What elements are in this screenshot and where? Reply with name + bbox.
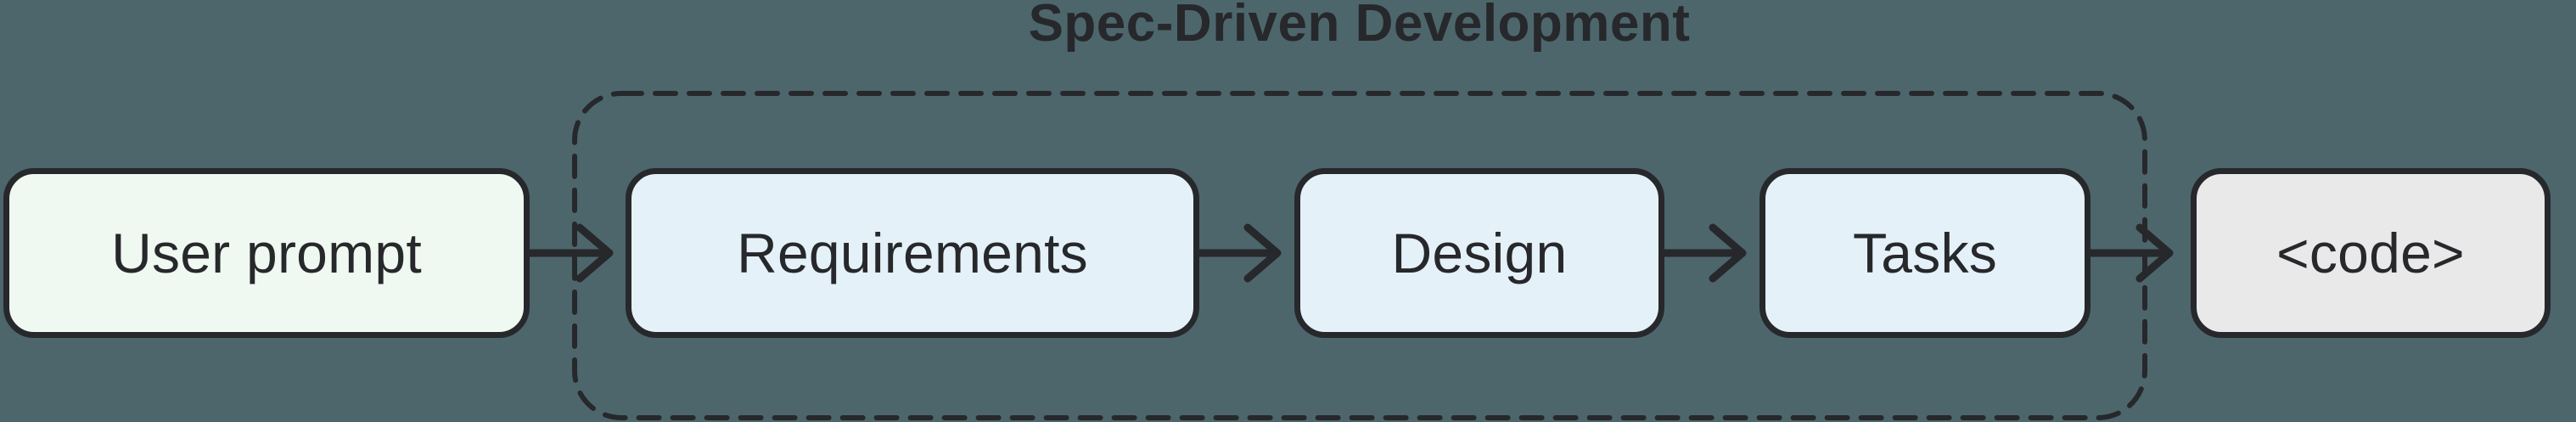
node-design-label: Design (1391, 222, 1568, 284)
spec-group-title: Spec-Driven Development (1028, 0, 1691, 53)
arrow-right-icon (527, 223, 614, 283)
arrow-right-icon (1660, 223, 1747, 283)
arrow-right-icon (2087, 223, 2174, 283)
node-requirements: Requirements (626, 168, 1199, 338)
node-code: <code> (2191, 168, 2551, 338)
node-tasks-label: Tasks (1853, 222, 1997, 284)
node-tasks: Tasks (1759, 168, 2091, 338)
node-user-prompt-label: User prompt (111, 222, 422, 284)
node-requirements-label: Requirements (737, 222, 1088, 284)
node-design: Design (1294, 168, 1664, 338)
arrow-right-icon (1195, 223, 1282, 283)
node-code-label: <code> (2276, 222, 2465, 284)
node-user-prompt: User prompt (3, 168, 530, 338)
